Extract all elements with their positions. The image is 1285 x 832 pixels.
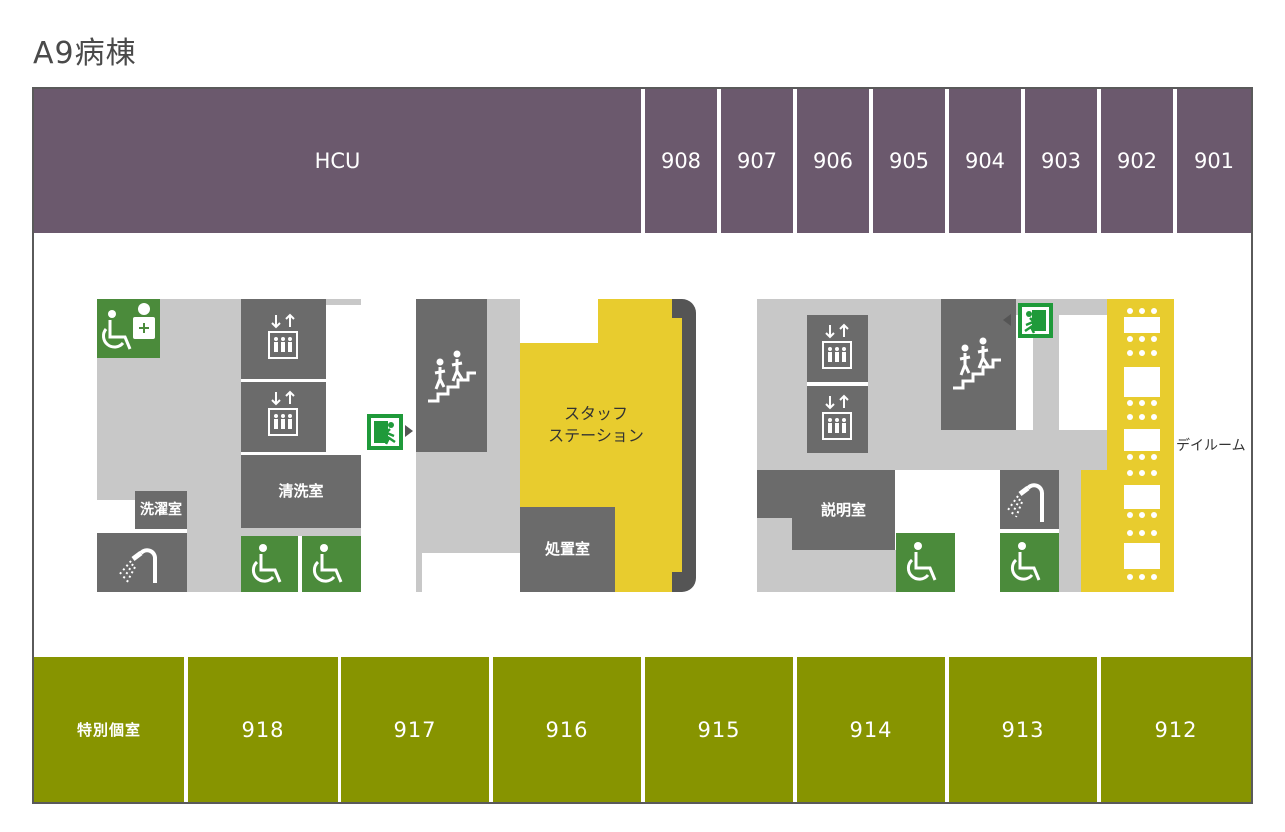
room-label: 洗濯室 <box>140 501 182 518</box>
room-label: 904 <box>964 149 1006 173</box>
emergency-exit-icon <box>1022 307 1049 334</box>
wheelchair-icon <box>1010 542 1041 581</box>
room-label: 914 <box>849 717 893 742</box>
staff-station-label: スタッフ ステーション <box>520 395 672 455</box>
laundry-room[interactable]: 洗濯室 <box>135 491 187 529</box>
room-903[interactable]: 903 <box>1025 89 1097 233</box>
room-913[interactable]: 913 <box>949 657 1097 802</box>
corridor <box>868 299 941 470</box>
room-907[interactable]: 907 <box>721 89 793 233</box>
accessible-toilet[interactable] <box>302 536 361 592</box>
page-title: A9病棟 <box>33 36 137 71</box>
room-label: 特別個室 <box>76 721 141 739</box>
room-912[interactable]: 912 <box>1101 657 1251 802</box>
wall-gap <box>422 553 520 592</box>
wheelchair-icon <box>312 544 343 583</box>
elevator-icon <box>822 323 852 369</box>
elevator-icon <box>822 394 852 440</box>
accessible-toilet[interactable] <box>1000 533 1059 592</box>
room-label: 901 <box>1193 149 1235 173</box>
room-label: 913 <box>1001 717 1045 742</box>
elevator <box>241 299 326 379</box>
stairs-icon <box>953 337 1001 390</box>
staff-station-label-line1: スタッフ <box>563 404 628 423</box>
room-label: 905 <box>888 149 930 173</box>
table-icon <box>1124 308 1160 580</box>
shower-room[interactable] <box>1000 470 1059 529</box>
emergency-exit <box>1018 303 1053 338</box>
room-private[interactable]: 特別個室 <box>34 657 184 802</box>
room-label: 912 <box>1154 717 1198 742</box>
room-908[interactable]: 908 <box>645 89 717 233</box>
consultation-room[interactable]: 説明室 <box>792 470 895 550</box>
accessible-toilet[interactable] <box>97 299 160 358</box>
room-906[interactable]: 906 <box>797 89 869 233</box>
elevator <box>807 315 868 382</box>
room-904[interactable]: 904 <box>949 89 1021 233</box>
staff-station <box>672 318 682 572</box>
corridor <box>819 550 896 592</box>
room-label: 902 <box>1116 149 1158 173</box>
room-902[interactable]: 902 <box>1101 89 1173 233</box>
corridor <box>241 528 361 536</box>
shower-room[interactable] <box>97 533 187 592</box>
wheelchair-icon <box>251 544 282 583</box>
room-label: 処置室 <box>544 540 590 558</box>
elevator <box>807 386 868 453</box>
room-label: 915 <box>697 717 741 742</box>
emergency-exit-icon <box>371 418 399 446</box>
shower-icon <box>118 548 157 583</box>
shower-icon <box>1007 483 1044 522</box>
room-915[interactable]: 915 <box>645 657 793 802</box>
exit-arrow-icon <box>1003 314 1011 326</box>
exit-arrow-icon <box>405 425 413 437</box>
wheelchair-icon <box>906 542 937 581</box>
stairs-icon <box>428 350 476 403</box>
elevator-icon <box>268 313 298 359</box>
stairwell <box>416 299 487 452</box>
dayroom-tables <box>1120 305 1164 587</box>
staff-station-label-line2: ステーション <box>548 426 644 445</box>
dayroom <box>1081 470 1107 592</box>
room-label: 918 <box>241 717 285 742</box>
corridor <box>757 550 819 592</box>
room-hcu[interactable]: HCU <box>34 89 641 233</box>
room-label: 903 <box>1040 149 1082 173</box>
room-label: 清洗室 <box>278 482 324 500</box>
room-901[interactable]: 901 <box>1177 89 1251 233</box>
room-label: 908 <box>660 149 702 173</box>
room-label: 907 <box>736 149 778 173</box>
staff-station <box>598 299 672 343</box>
elevator-icon <box>268 390 298 436</box>
corridor <box>187 299 241 592</box>
room-label: 916 <box>545 717 589 742</box>
room-905[interactable]: 905 <box>873 89 945 233</box>
elevator <box>241 382 326 452</box>
emergency-exit <box>367 414 403 450</box>
room-916[interactable]: 916 <box>493 657 641 802</box>
room-label: 説明室 <box>820 500 866 519</box>
accessible-toilet[interactable] <box>241 536 298 592</box>
room-label: 906 <box>812 149 854 173</box>
cleaning-room[interactable]: 清洗室 <box>241 455 361 528</box>
room-918[interactable]: 918 <box>188 657 338 802</box>
room-914[interactable]: 914 <box>797 657 945 802</box>
room-917[interactable]: 917 <box>341 657 489 802</box>
dayroom-label: デイルーム <box>1176 438 1246 454</box>
room-label: HCU <box>314 149 361 173</box>
treatment-room[interactable]: 処置室 <box>520 507 615 592</box>
room-label: 917 <box>393 717 437 742</box>
wheelchair-icon <box>102 303 155 350</box>
accessible-toilet[interactable] <box>896 533 955 592</box>
stairwell <box>941 299 1016 430</box>
